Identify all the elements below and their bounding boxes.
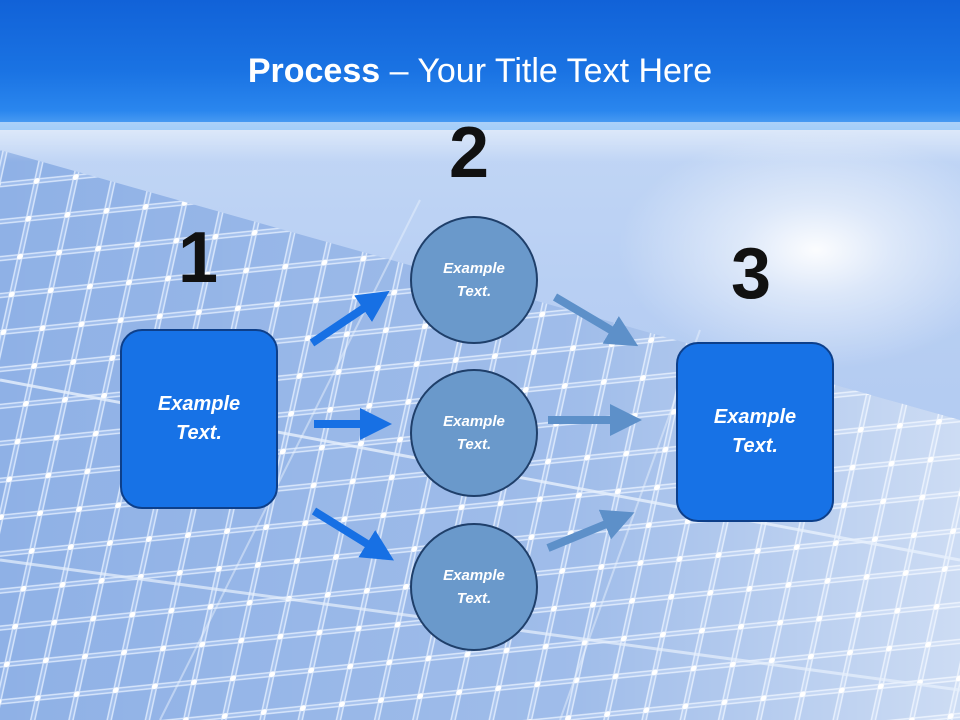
arrow-bottom-circle-to-box xyxy=(546,509,635,552)
title-bar xyxy=(0,0,960,130)
circle-top-line1: Example xyxy=(443,260,505,277)
step-1-text-line1: Example xyxy=(157,393,241,415)
circle-bottom-line2: Text. xyxy=(456,590,492,607)
title-bold: Process xyxy=(247,52,381,90)
step-number-1: 1 xyxy=(178,218,219,298)
title-bar-fade xyxy=(0,122,960,162)
step-3-text-line1: Example xyxy=(713,406,797,428)
step-number-3: 3 xyxy=(731,234,772,314)
slide-title: Process – Your Title Text Here xyxy=(0,52,960,91)
step-3-text-line2: Text. xyxy=(732,435,778,457)
step-number-2: 2 xyxy=(449,113,490,193)
arrow-top-circle-to-box xyxy=(552,293,639,347)
arrow-box-to-bottom-circle xyxy=(311,507,395,561)
circle-bottom-line1: Example xyxy=(443,567,505,584)
sunlight-glow xyxy=(600,120,960,380)
circle-top-line2: Text. xyxy=(456,283,492,300)
circle-middle-line2: Text. xyxy=(456,436,492,453)
circle-middle-line1: Example xyxy=(443,413,505,430)
arrow-box-to-top-circle xyxy=(309,290,390,347)
title-rest: – Your Title Text Here xyxy=(380,52,713,90)
step-1-text-line2: Text. xyxy=(176,422,222,444)
